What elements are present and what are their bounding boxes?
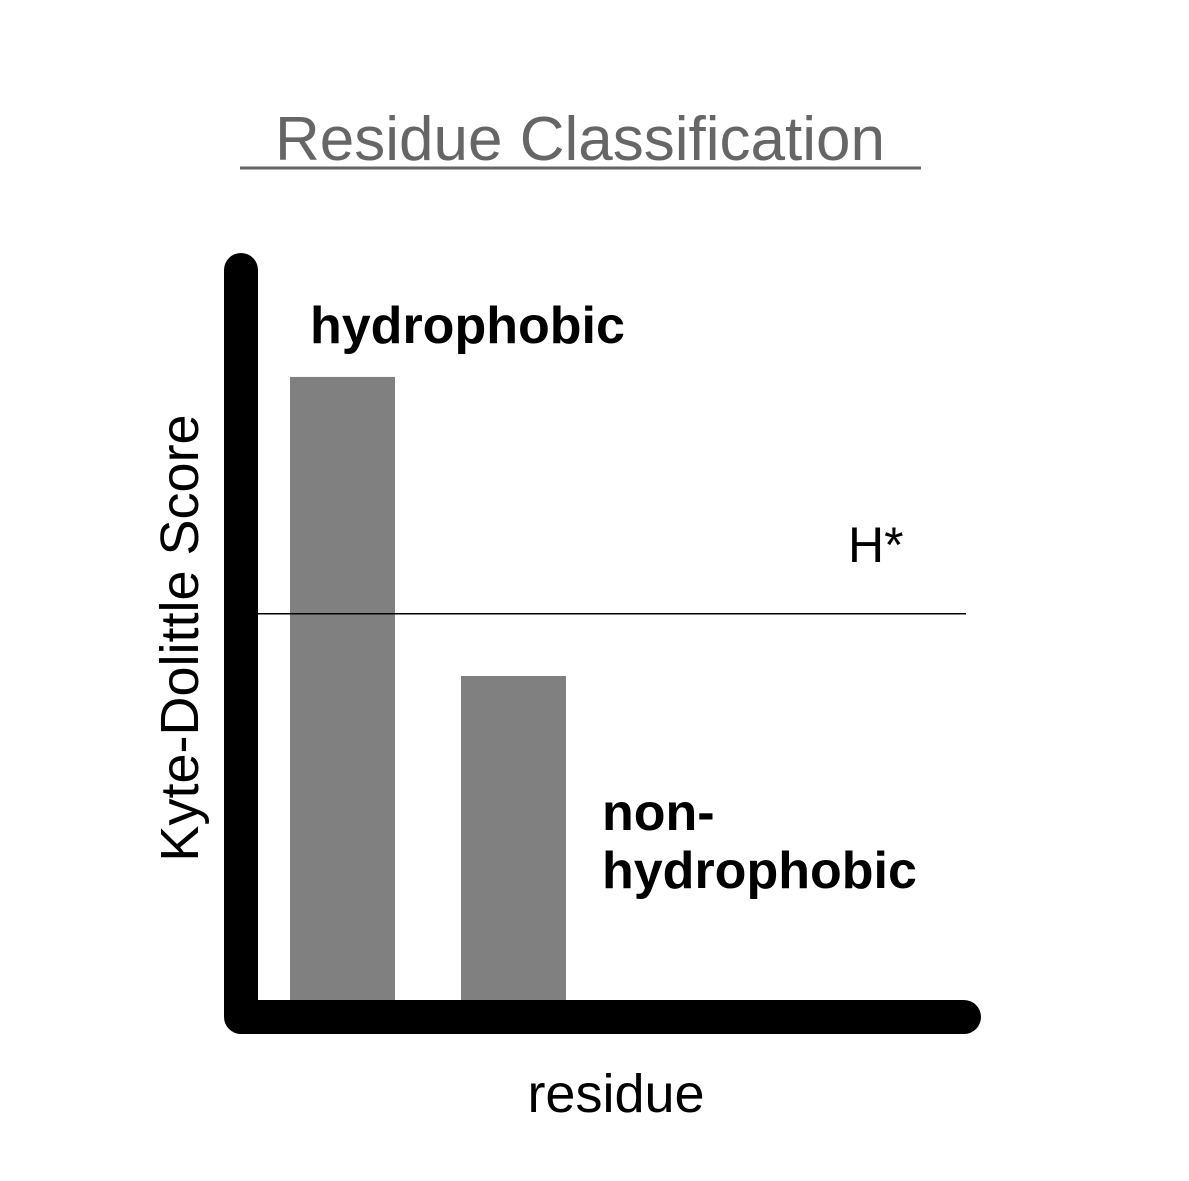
chart-title: Residue Classification	[275, 105, 885, 174]
bar-hydrophobic	[290, 376, 395, 1000]
bar-label-line: hydrophobic	[602, 842, 917, 900]
bar-group	[290, 376, 566, 1000]
bar-label-non-hydrophobic: non-hydrophobic	[602, 784, 917, 900]
bar-label-line: non-	[602, 784, 715, 842]
bar-label-line: hydrophobic	[310, 297, 625, 355]
bar-non-hydrophobic	[461, 676, 566, 1000]
bar-label-hydrophobic: hydrophobic	[310, 297, 625, 355]
y-axis-label: Kyte-Dolittle Score	[150, 414, 210, 861]
x-axis-label: residue	[527, 1064, 704, 1124]
chart-axes	[224, 253, 981, 1034]
threshold-label: H*	[848, 517, 904, 573]
